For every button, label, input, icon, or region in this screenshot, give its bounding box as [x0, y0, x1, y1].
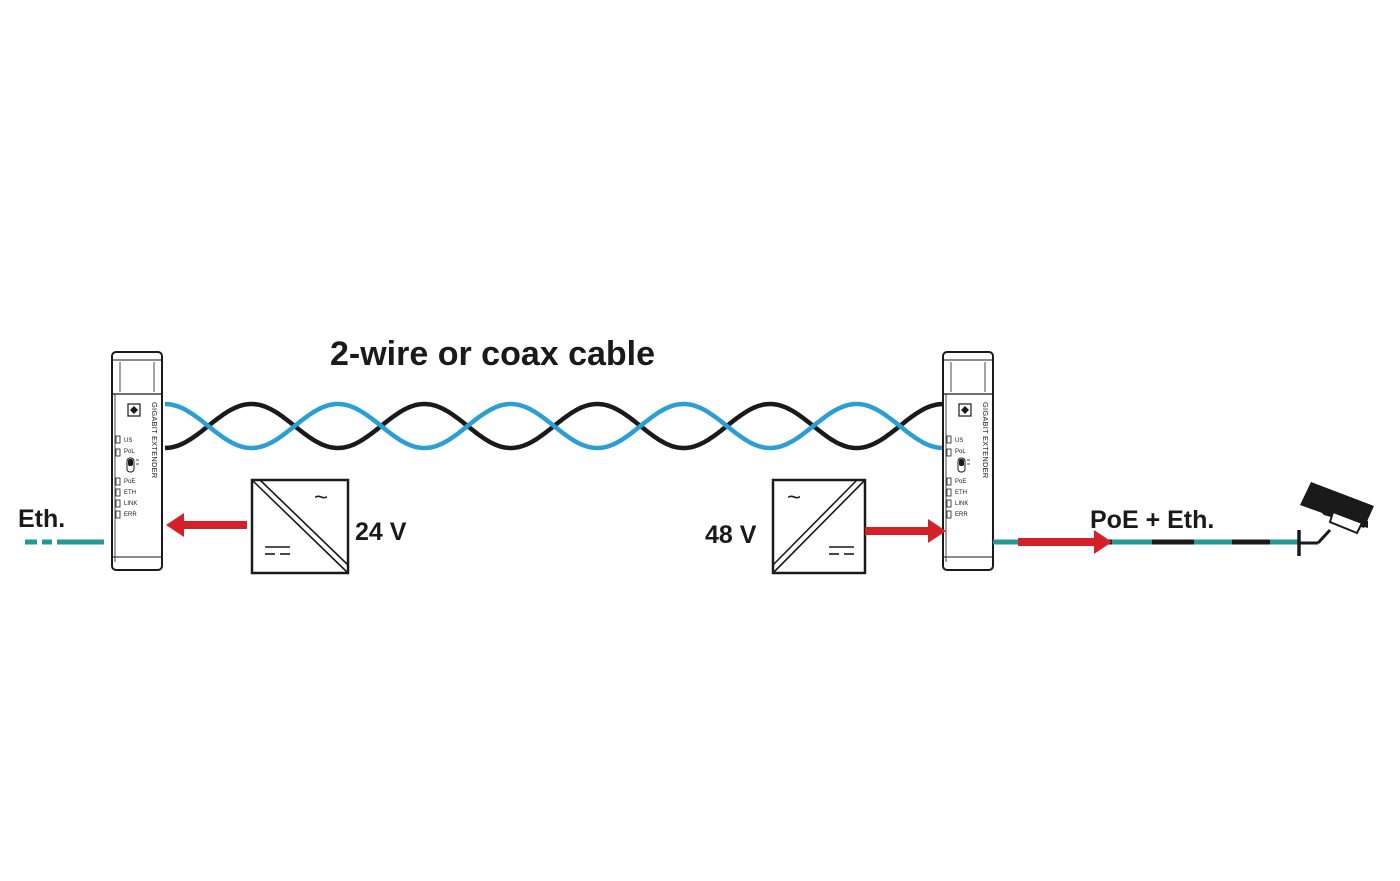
dip-switch-icon: [126, 457, 139, 473]
led-label-poe: PoE: [124, 479, 135, 485]
ac-symbol-icon: ~: [787, 484, 801, 511]
twisted-pair-cable: [164, 401, 944, 451]
left-gigabit-extender: GIGABIT EXTENDER US PoL PoE ETH LINK ERR: [111, 351, 163, 571]
led-column: [946, 435, 952, 519]
right-voltage-label: 48 V: [705, 521, 757, 549]
brand-logo-icon: [127, 403, 141, 417]
led-label-us: US: [955, 438, 963, 444]
led-column: [115, 435, 121, 519]
led-label-link: LINK: [124, 501, 137, 507]
led-label-pol: PoL: [124, 449, 135, 455]
cable-title: 2-wire or coax cable: [330, 335, 655, 373]
right-power-arrow: [865, 519, 946, 543]
device-name: GIGABIT EXTENDER: [150, 402, 159, 479]
security-camera-icon: [1297, 482, 1374, 556]
blue-wire: [164, 401, 944, 451]
led-label-poe: PoE: [955, 479, 966, 485]
dc-symbol-icon: [265, 546, 290, 555]
ac-symbol-icon: ~: [314, 484, 328, 511]
right-gigabit-extender: GIGABIT EXTENDER US PoL PoE ETH LINK ERR: [942, 351, 994, 571]
led-label-eth: ETH: [955, 490, 967, 496]
led-label-link: LINK: [955, 501, 968, 507]
right-power-supply: ~: [771, 478, 867, 575]
left-voltage-label: 24 V: [355, 518, 407, 546]
right-poe-cable: [993, 530, 1298, 554]
brand-logo-icon: [958, 403, 972, 417]
led-label-err: ERR: [955, 512, 968, 518]
led-label-eth: ETH: [124, 490, 136, 496]
led-label-err: ERR: [124, 512, 137, 518]
left-power-supply: ~: [250, 478, 350, 575]
led-label-pol: PoL: [955, 449, 966, 455]
left-eth-label: Eth.: [18, 505, 65, 533]
right-poe-eth-label: PoE + Eth.: [1090, 506, 1214, 534]
device-name: GIGABIT EXTENDER: [981, 402, 990, 479]
left-power-arrow: [166, 513, 247, 537]
led-label-us: US: [124, 438, 132, 444]
dip-switch-icon: [957, 457, 970, 473]
dc-symbol-icon: [829, 546, 854, 555]
